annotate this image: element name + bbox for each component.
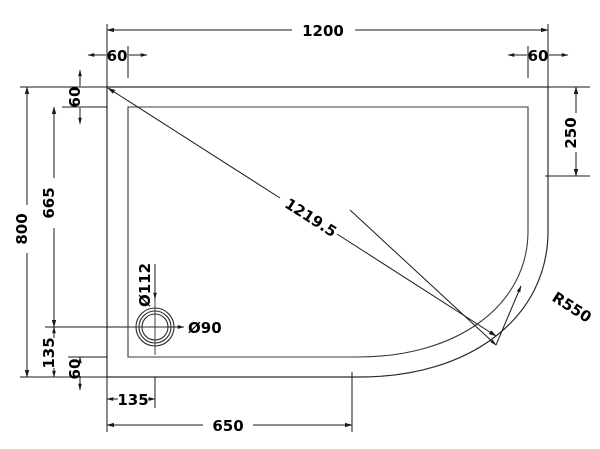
- dim-label-left-135: 135: [40, 337, 58, 368]
- tray-inner-outline: [127, 106, 529, 358]
- dim-line-1219-upper: [107, 87, 281, 199]
- top-dimensions: 1200 60 60: [87, 22, 569, 87]
- dim-label-650: 650: [212, 417, 243, 435]
- dim-label-1200: 1200: [302, 22, 344, 40]
- waste-labels: Ø112 Ø90: [136, 263, 222, 337]
- dim-label-top-left-60: 60: [107, 47, 128, 65]
- dim-label-250: 250: [562, 117, 580, 148]
- bottom-dimensions: 135 650: [106, 372, 353, 435]
- right-dimensions: 250: [545, 86, 590, 177]
- dim-line-r550: [349, 209, 497, 346]
- dim-label-left-bottom-60: 60: [66, 359, 84, 380]
- left-dimensions: 800 665 60 135 60: [13, 69, 127, 391]
- dim-label-bottom-135: 135: [117, 391, 148, 409]
- dim-label-waste-90: Ø90: [188, 319, 222, 337]
- dim-label-800: 800: [13, 213, 31, 244]
- dim-label-665: 665: [40, 187, 58, 218]
- dim-line-1219-lower: [336, 233, 497, 337]
- dim-label-left-top-60: 60: [66, 87, 84, 108]
- dim-label-top-right-60: 60: [528, 47, 549, 65]
- part-geometry: [106, 86, 549, 378]
- radius-dimension: R550: [349, 209, 595, 346]
- dim-label-waste-112: Ø112: [136, 263, 154, 307]
- dim-label-1219: 1219.5: [281, 195, 339, 241]
- leader-line-r550: [495, 285, 522, 346]
- diagonal-dimension: 1219.5: [107, 87, 497, 337]
- dim-label-r550: R550: [549, 288, 595, 326]
- tray-outer-outline: [106, 86, 549, 378]
